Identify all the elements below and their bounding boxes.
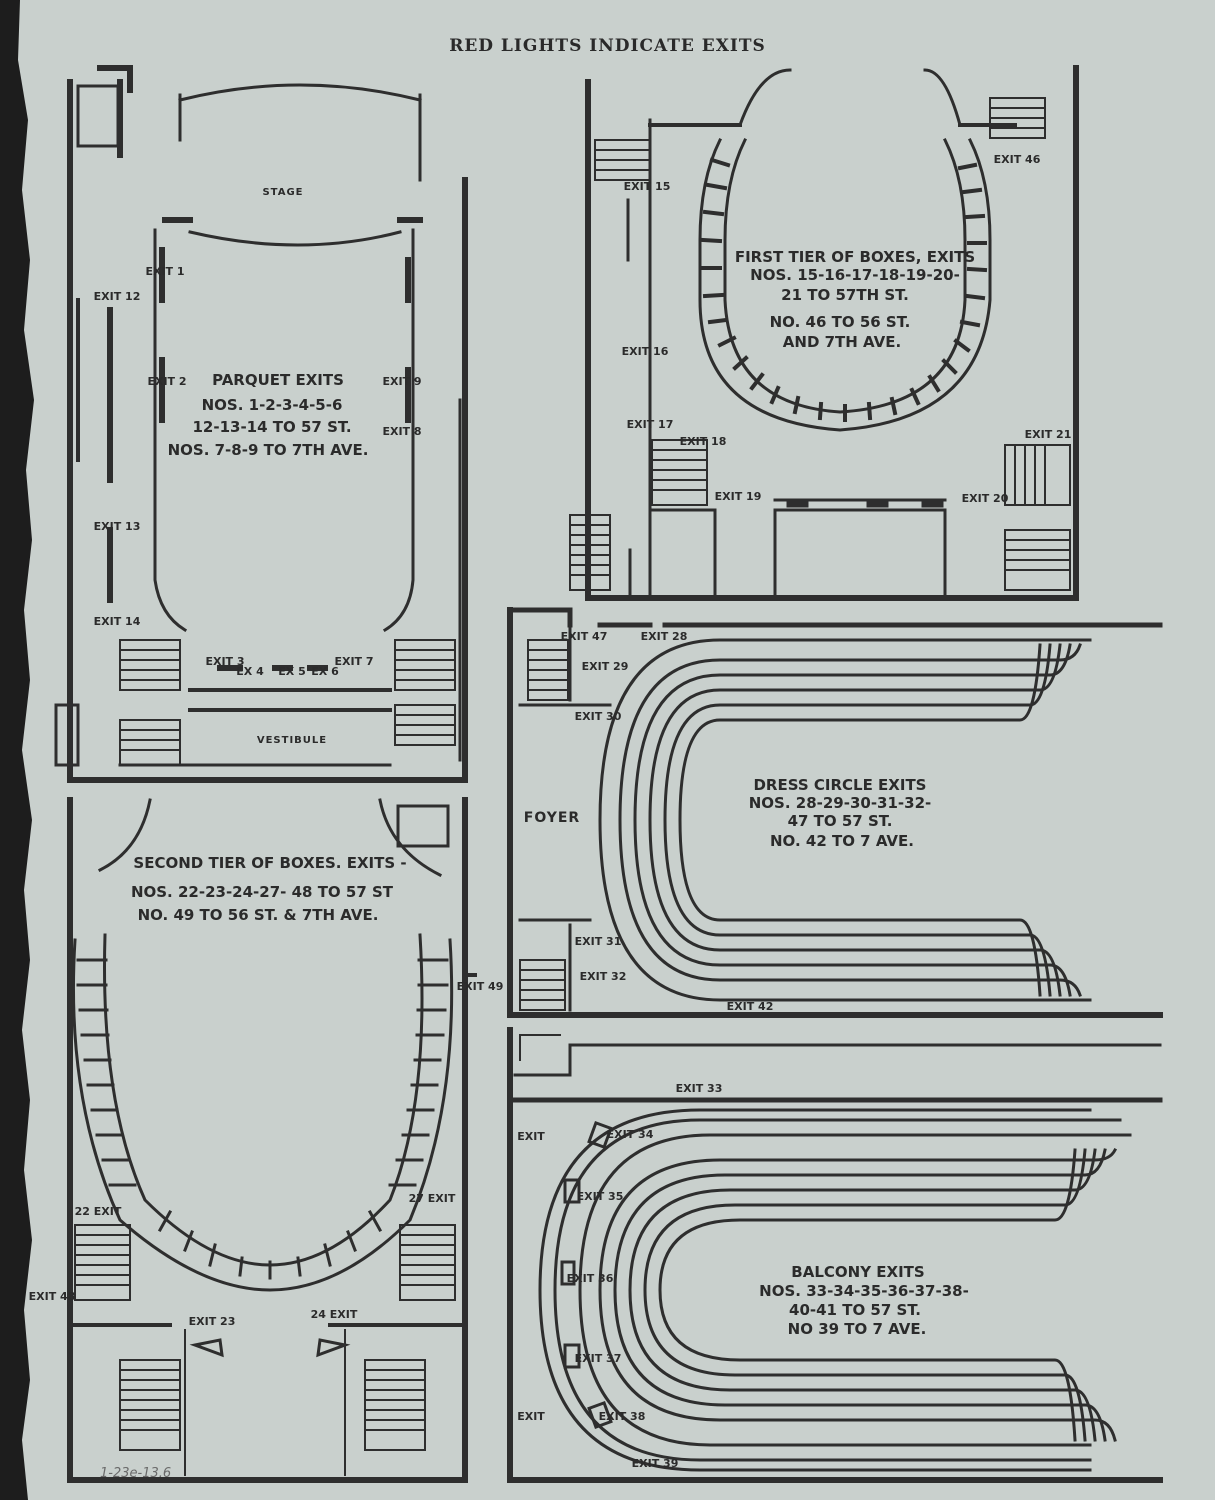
- exit-label: 22 EXIT: [75, 1205, 122, 1218]
- balcony-title: BALCONY EXITS: [791, 1263, 924, 1281]
- exit-label: EXIT 31: [575, 935, 622, 948]
- first-tier-plan: [569, 65, 1079, 601]
- exit-label: EXIT 38: [599, 1410, 646, 1423]
- exit-label: EXIT: [517, 1410, 545, 1423]
- exit-label: EXIT 39: [632, 1457, 679, 1470]
- first-tier-title: FIRST TIER OF BOXES, EXITS: [735, 248, 975, 266]
- room-label-vestibule: VESTIBULE: [257, 735, 327, 746]
- exit-label: EXIT 33: [676, 1082, 723, 1095]
- parquet-title: PARQUET EXITS: [212, 371, 344, 389]
- dress-circle-title-line: 47 TO 57 ST.: [788, 812, 893, 830]
- parquet-plan: [54, 65, 468, 783]
- exit-label: EXIT 32: [580, 970, 627, 983]
- exit-label: EXIT 18: [680, 435, 727, 448]
- exit-label: EXIT 36: [567, 1272, 614, 1285]
- parquet-title-line: NOS. 1-2-3-4-5-6: [202, 396, 343, 414]
- exit-label: EXIT: [517, 1130, 545, 1143]
- exit-label: EXIT 34: [607, 1128, 654, 1141]
- first-tier-title-line: NOS. 15-16-17-18-19-20-: [750, 266, 960, 284]
- exit-label: EXIT 13: [94, 520, 141, 533]
- exit-label: EXIT 19: [715, 490, 762, 503]
- exit-label: EXIT 20: [962, 492, 1009, 505]
- exit-label: EXIT 35: [577, 1190, 624, 1203]
- exit-label: EX 5: [278, 665, 305, 678]
- exit-label: EXIT 49: [457, 980, 504, 993]
- dress-circle-title-line: NO. 42 TO 7 AVE.: [770, 832, 914, 850]
- exit-label: EXIT 21: [1025, 428, 1072, 441]
- balcony-plan: [507, 1027, 1163, 1483]
- exit-label: EXIT 17: [627, 418, 674, 431]
- page-heading: RED LIGHTS INDICATE EXITS: [449, 36, 766, 56]
- balcony-title-line: NO 39 TO 7 AVE.: [788, 1320, 927, 1338]
- exit-label: EXIT 14: [94, 615, 141, 628]
- exit-label: EXIT 48: [29, 1290, 76, 1303]
- room-label-stage: STAGE: [262, 187, 303, 198]
- exit-label: EXIT 1: [145, 265, 184, 278]
- exit-label: EXIT 23: [189, 1315, 236, 1328]
- dress-circle-title: DRESS CIRCLE EXITS: [753, 776, 926, 794]
- exit-label: EXIT 30: [575, 710, 622, 723]
- exit-label: EXIT 7: [334, 655, 373, 668]
- second-tier-title-line: NO. 49 TO 56 ST. & 7TH AVE.: [138, 906, 379, 924]
- exit-label: EXIT 2: [147, 375, 186, 388]
- exit-label: EXIT 28: [641, 630, 688, 643]
- second-tier-plan: [67, 797, 477, 1483]
- dress-circle-plan: [507, 607, 1163, 1018]
- exit-label: EXIT 9: [382, 375, 421, 388]
- exit-label: EXIT 37: [575, 1352, 622, 1365]
- torn-page-edge: [0, 0, 34, 1500]
- exit-label: EXIT 46: [994, 153, 1041, 166]
- second-tier-title: SECOND TIER OF BOXES. EXITS -: [133, 854, 406, 872]
- exit-label: EXIT 8: [382, 425, 421, 438]
- parquet-title-line: 12-13-14 TO 57 ST.: [192, 418, 351, 436]
- second-tier-title-line: NOS. 22-23-24-27- 48 TO 57 ST: [131, 883, 394, 901]
- exit-label: EX 6: [311, 665, 339, 678]
- exit-label: EXIT 16: [622, 345, 669, 358]
- exit-label: EX 4: [236, 665, 264, 678]
- exit-label: EXIT 47: [561, 630, 608, 643]
- dress-circle-title-line: NOS. 28-29-30-31-32-: [749, 794, 932, 812]
- exit-label: EXIT 29: [582, 660, 629, 673]
- balcony-title-line: 40-41 TO 57 ST.: [789, 1301, 921, 1319]
- first-tier-title-line: NO. 46 TO 56 ST.: [770, 313, 911, 331]
- exit-label: EXIT 12: [94, 290, 141, 303]
- pencil-annotation: 1-23e-13.6: [100, 1466, 172, 1481]
- exit-label: EXIT 42: [727, 1000, 774, 1013]
- exit-label: EXIT 15: [624, 180, 671, 193]
- exit-label: 27 EXIT: [409, 1192, 456, 1205]
- exit-label: EXIT 3: [205, 655, 244, 668]
- first-tier-title-line: AND 7TH AVE.: [783, 333, 901, 351]
- exit-label: 24 EXIT: [311, 1308, 358, 1321]
- room-label-foyer: FOYER: [524, 810, 580, 826]
- first-tier-title-line: 21 TO 57TH ST.: [781, 286, 909, 304]
- parquet-title-line: NOS. 7-8-9 TO 7TH AVE.: [168, 441, 369, 459]
- balcony-title-line: NOS. 33-34-35-36-37-38-: [759, 1282, 969, 1300]
